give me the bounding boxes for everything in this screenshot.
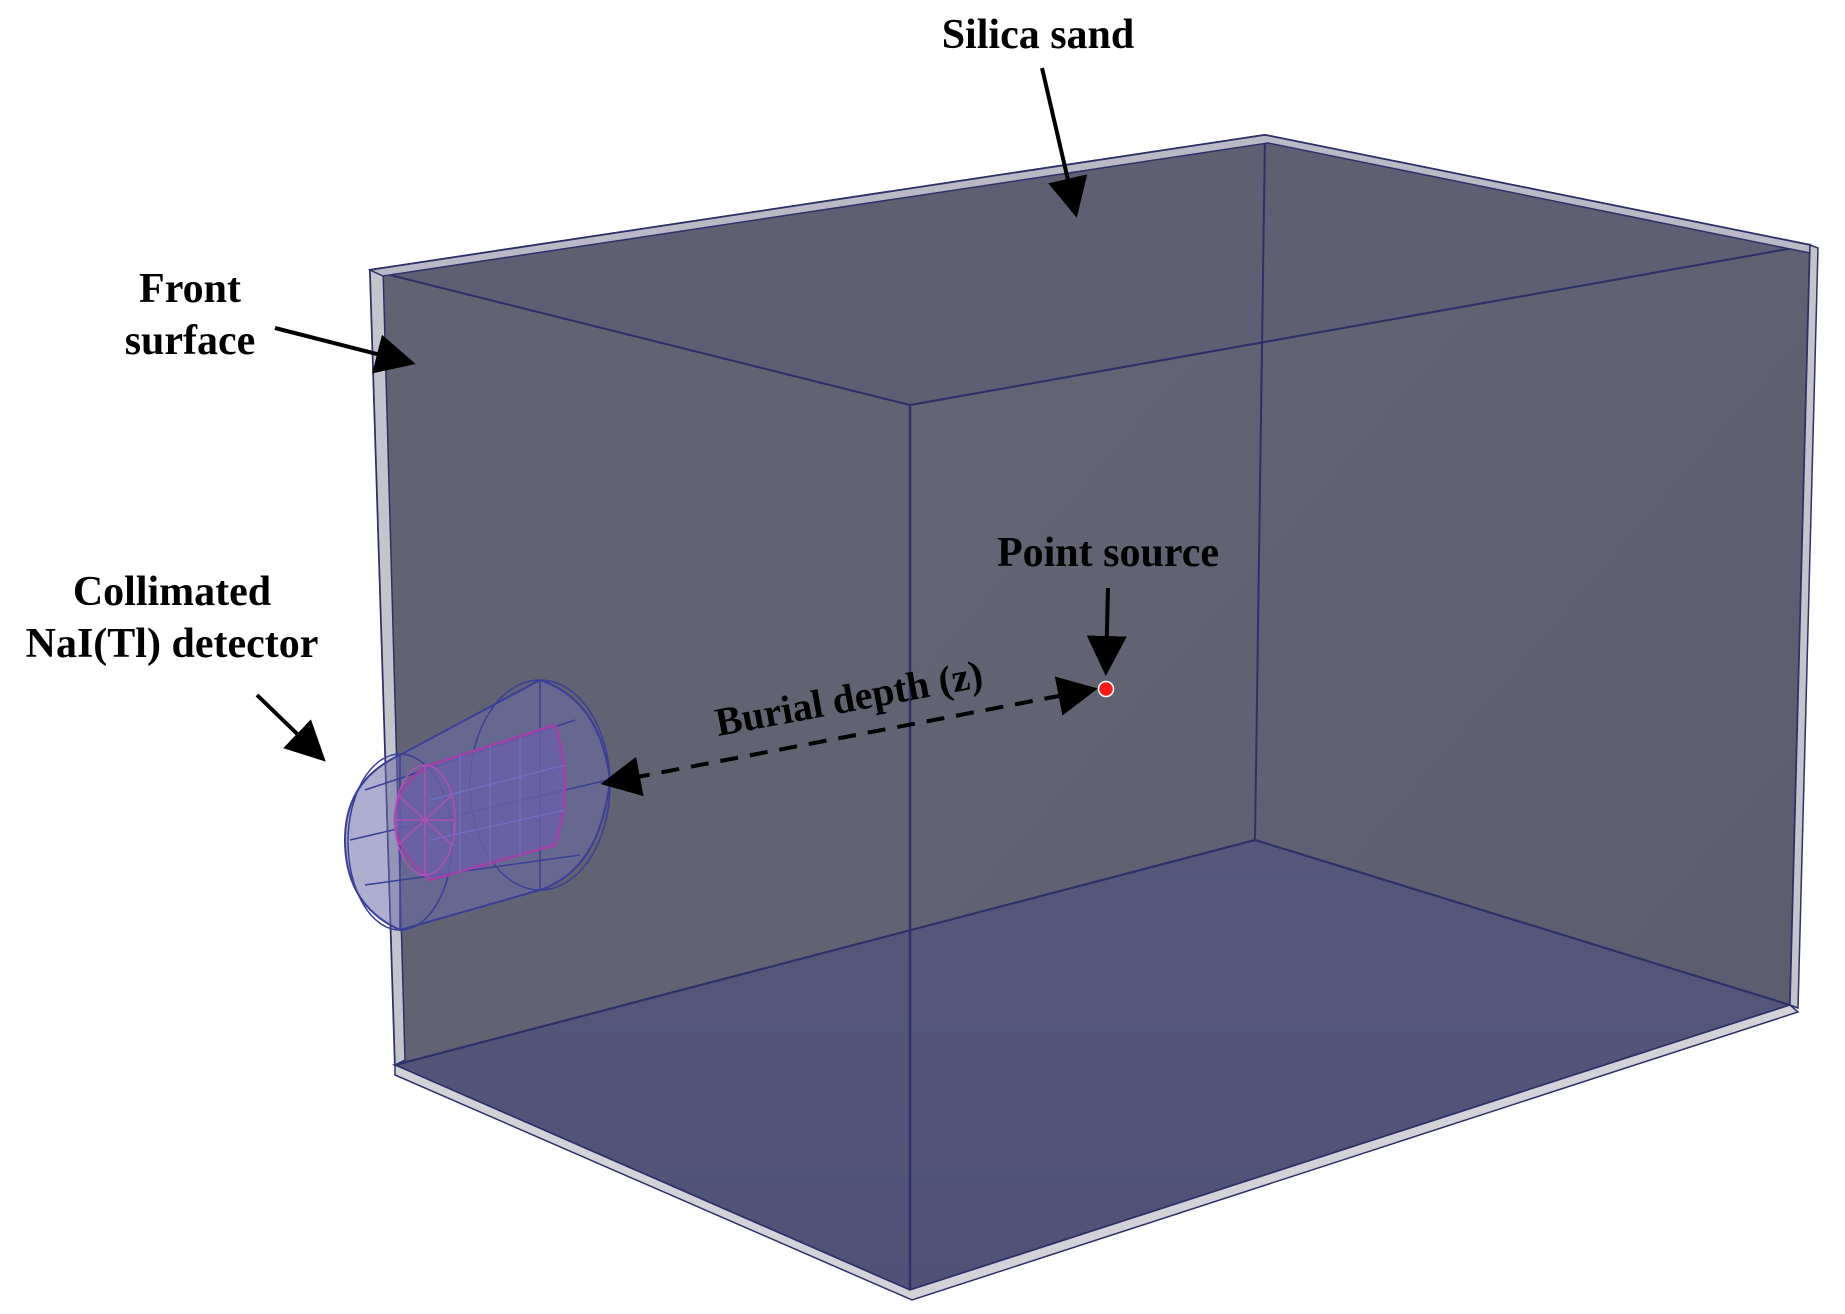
silica-sand-pointer [1040,67,1088,218]
detector-pointer [255,693,326,762]
back-floor-edge-left [394,839,1256,1066]
front-surface-label-line1: Front [139,266,241,312]
burial-depth-arrow [600,676,1098,797]
right-wall-rim [1789,243,1819,1010]
point-source-dot [1097,680,1115,698]
silica-sand-box [367,133,1819,1301]
back-corner-edge [1254,134,1266,841]
nai-detector [343,678,612,932]
detector-front-face [394,764,456,876]
detector-label-line1: Collimated [73,569,271,615]
detector-inner-housing [393,723,567,882]
detector-inner-grid [429,737,566,872]
front-surface-pointer [274,326,416,374]
silica-sand-label: Silica sand [942,12,1135,58]
front-surface-label-line2: surface [125,318,256,364]
detector-label-line2: NaI(Tl) detector [26,621,319,667]
point-source-label: Point source [997,530,1219,576]
point-source-pointer [1086,587,1127,676]
bottom-rim [394,1004,1800,1301]
back-floor-edge-right [1254,839,1791,1006]
